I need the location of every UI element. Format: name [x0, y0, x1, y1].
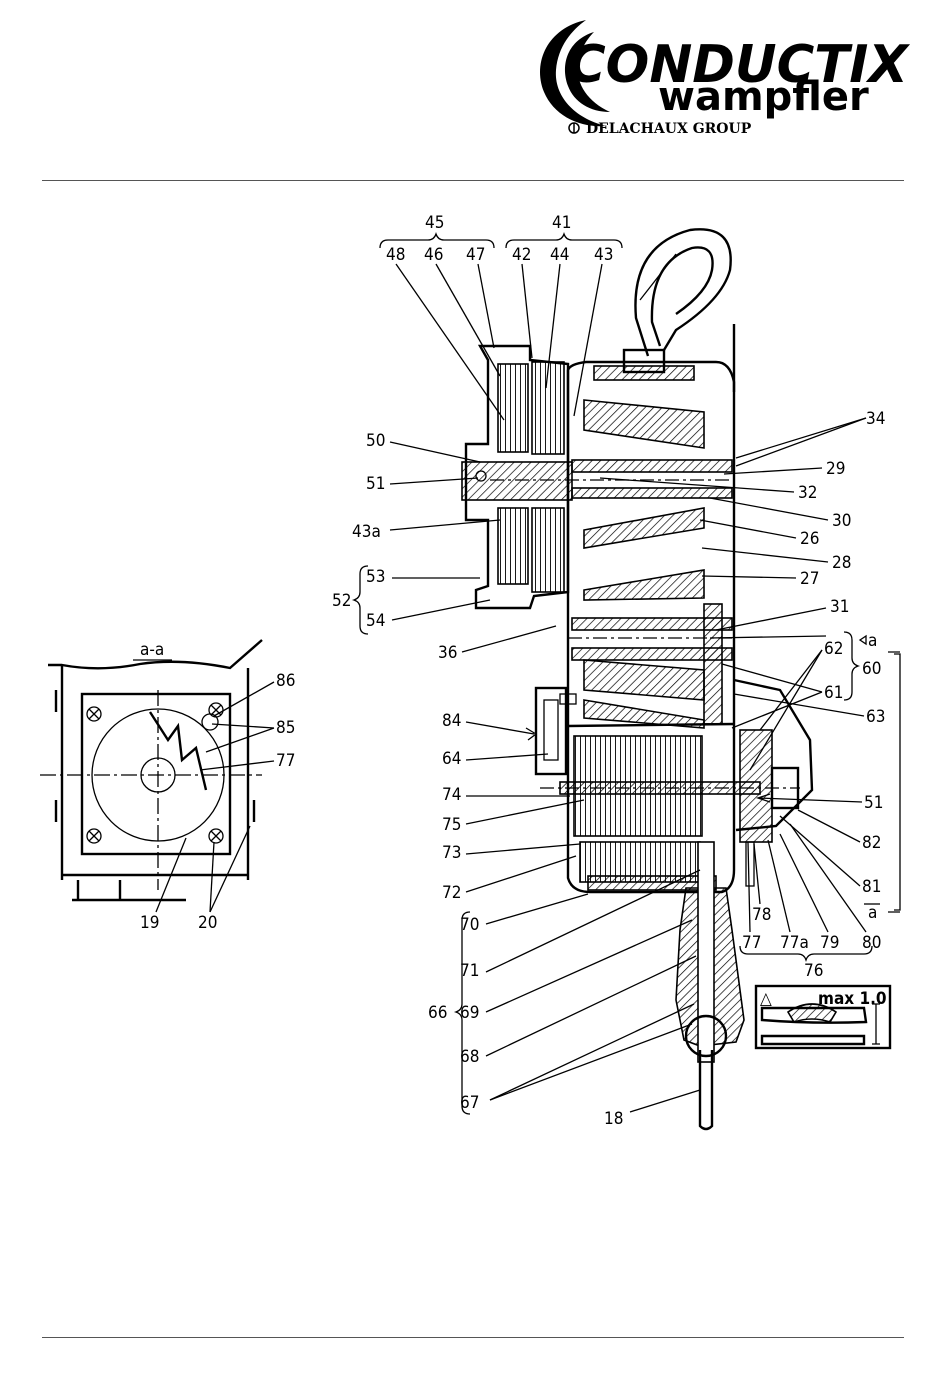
label-82: 82	[862, 833, 881, 853]
label-63: 63	[866, 707, 885, 727]
label-79: 79	[820, 933, 839, 953]
label-68: 68	[460, 1047, 479, 1067]
label-46: 46	[424, 245, 443, 265]
section-view-a-a: a-a 86 85 77 19 20	[40, 640, 295, 933]
label-31: 31	[830, 597, 849, 617]
section-title: a-a	[140, 640, 164, 660]
label-77a: 77a	[780, 933, 809, 953]
label-41: 41	[552, 213, 571, 233]
label-18: 18	[604, 1109, 623, 1129]
logo-group: DELACHAUX GROUP	[586, 121, 752, 137]
section-mark-a-top: a	[868, 631, 877, 651]
label-54: 54	[366, 611, 385, 631]
label-62: 62	[824, 639, 843, 659]
label-43: 43	[594, 245, 613, 265]
label-77-right: 77	[742, 933, 761, 953]
bolt-icon	[87, 707, 101, 721]
warning-triangle-icon: △	[760, 989, 772, 1009]
label-52: 52	[332, 591, 351, 611]
label-34: 34	[866, 409, 885, 429]
label-48: 48	[386, 245, 405, 265]
bolt-icon	[209, 829, 223, 843]
label-76: 76	[804, 961, 823, 981]
label-71: 71	[460, 961, 479, 981]
label-85: 85	[276, 718, 295, 738]
label-44: 44	[550, 245, 569, 265]
label-19: 19	[140, 913, 159, 933]
label-51: 51	[366, 474, 385, 494]
label-86: 86	[276, 671, 295, 691]
label-70: 70	[460, 915, 479, 935]
label-20: 20	[198, 913, 217, 933]
label-74: 74	[442, 785, 461, 805]
label-67: 67	[460, 1093, 479, 1113]
label-77: 77	[276, 751, 295, 771]
label-27: 27	[800, 569, 819, 589]
label-80: 80	[862, 933, 881, 953]
label-60: 60	[862, 659, 881, 679]
conductix-wampfler-logo: CONDUCTIX wampfler DELACHAUX GROUP	[528, 14, 918, 144]
logo-secondary: wampfler	[658, 74, 869, 120]
gear-icon	[498, 508, 528, 584]
label-47: 47	[466, 245, 485, 265]
label-32: 32	[798, 483, 817, 503]
label-53: 53	[366, 567, 385, 587]
label-30: 30	[832, 511, 851, 531]
label-72: 72	[442, 883, 461, 903]
label-42: 42	[512, 245, 531, 265]
label-78: 78	[752, 905, 771, 925]
section-mark-a-bottom: a	[868, 903, 877, 923]
label-61: 61	[824, 683, 843, 703]
label-36: 36	[438, 643, 457, 663]
label-29: 29	[826, 459, 845, 479]
gear-icon	[498, 364, 528, 452]
label-45: 45	[425, 213, 444, 233]
label-64: 64	[442, 749, 461, 769]
label-81: 81	[862, 877, 881, 897]
label-43a: 43a	[352, 522, 381, 542]
label-28: 28	[832, 553, 851, 573]
label-66: 66	[428, 1003, 447, 1023]
bolt-icon	[87, 829, 101, 843]
label-73: 73	[442, 843, 461, 863]
header-rule	[42, 180, 904, 181]
footer-rule	[42, 1337, 904, 1338]
warning-text: max 1.0	[818, 989, 887, 1009]
label-84: 84	[442, 711, 461, 731]
label-26: 26	[800, 529, 819, 549]
label-75: 75	[442, 815, 461, 835]
label-50: 50	[366, 431, 385, 451]
label-69: 69	[460, 1003, 479, 1023]
gear-icon	[532, 508, 564, 592]
exploded-section-drawing: a-a 86 85 77 19 20	[0, 190, 950, 1330]
label-51-right: 51	[864, 793, 883, 813]
